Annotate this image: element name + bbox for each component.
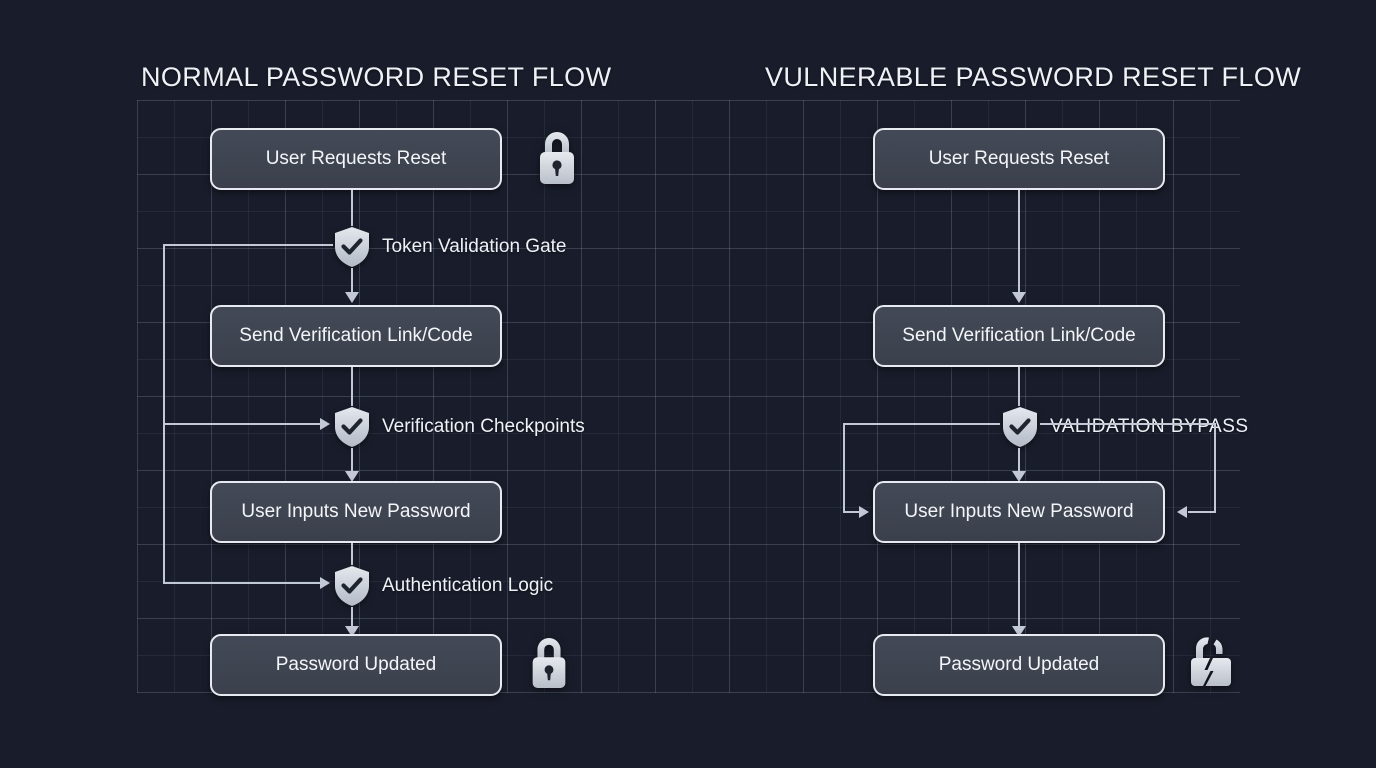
arrowhead-gate1-to-n2 xyxy=(345,292,359,303)
feedback-branch-gate3 xyxy=(163,582,321,584)
gate-authentication-logic[interactable]: Authentication Logic xyxy=(332,565,553,607)
connector-gate2-to-n3 xyxy=(351,448,353,474)
gate-label-authentication-logic: Authentication Logic xyxy=(382,575,554,596)
connector-n1-to-gate1 xyxy=(351,190,353,226)
connector-v2-to-bypass-gate xyxy=(1018,367,1020,406)
gate-validation-bypass[interactable]: VALIDATION BYPASS xyxy=(1000,406,1249,448)
padlock-closed-top-normal xyxy=(531,126,583,188)
padlock-broken-vulnerable xyxy=(1183,630,1239,694)
arrowhead-gate2-to-n3 xyxy=(345,471,359,482)
connector-n3-to-gate3 xyxy=(351,543,353,565)
bypass-left-top-segment xyxy=(843,423,1000,425)
bypass-right-vertical-segment xyxy=(1214,423,1216,512)
node-send-verification-vulnerable[interactable]: Send Verification Link/Code xyxy=(873,305,1165,367)
feedback-branch-gate2 xyxy=(163,423,321,425)
panel-title-vulnerable: VULNERABLE PASSWORD RESET FLOW xyxy=(765,62,1302,92)
connector-v3-to-v4 xyxy=(1018,543,1020,629)
padlock-closed-icon xyxy=(540,132,574,184)
shield-check-icon xyxy=(335,227,369,267)
padlock-closed-bottom-normal xyxy=(524,632,574,692)
shield-check-icon xyxy=(335,407,369,447)
bypass-right-entry-segment xyxy=(1188,511,1216,513)
node-password-updated-vulnerable[interactable]: Password Updated xyxy=(873,634,1165,696)
shield-check-icon xyxy=(335,566,369,606)
arrowhead-v3-to-v4 xyxy=(1012,626,1026,637)
padlock-closed-icon xyxy=(532,637,566,688)
connector-bypass-gate-to-v3 xyxy=(1018,448,1020,474)
arrowhead-feedback-gate3 xyxy=(320,577,330,589)
arrowhead-gate3-to-n4 xyxy=(345,626,359,637)
node-password-updated-normal[interactable]: Password Updated xyxy=(210,634,502,696)
feedback-spine-normal xyxy=(163,244,165,584)
connector-v1-to-v2 xyxy=(1018,190,1020,295)
gate-label-verification-checkpoints: Verification Checkpoints xyxy=(382,416,585,437)
arrowhead-bypass-gate-to-v3 xyxy=(1012,471,1026,482)
gate-label-validation-bypass: VALIDATION BYPASS xyxy=(1050,416,1249,437)
gate-token-validation[interactable]: Token Validation Gate xyxy=(332,226,567,268)
node-user-inputs-password-normal[interactable]: User Inputs New Password xyxy=(210,481,502,543)
node-user-inputs-password-vulnerable[interactable]: User Inputs New Password xyxy=(873,481,1165,543)
connector-gate1-to-n2 xyxy=(351,268,353,294)
arrowhead-bypass-left-entry xyxy=(859,506,869,518)
arrowhead-v1-to-v2 xyxy=(1012,292,1026,303)
bypass-left-entry-segment xyxy=(843,511,861,513)
arrowhead-feedback-gate2 xyxy=(320,418,330,430)
bypass-right-top-segment xyxy=(1040,423,1216,425)
panel-title-normal: NORMAL PASSWORD RESET FLOW xyxy=(141,62,612,92)
connector-n2-to-gate2 xyxy=(351,367,353,406)
arrowhead-bypass-right-entry xyxy=(1177,506,1187,518)
node-send-verification-normal[interactable]: Send Verification Link/Code xyxy=(210,305,502,367)
bypass-left-vertical-segment xyxy=(843,423,845,512)
connector-gate3-to-n4 xyxy=(351,607,353,629)
node-user-requests-reset-normal[interactable]: User Requests Reset xyxy=(210,128,502,190)
padlock-broken-icon xyxy=(1191,637,1231,686)
node-user-requests-reset-vulnerable[interactable]: User Requests Reset xyxy=(873,128,1165,190)
feedback-branch-gate1 xyxy=(163,244,333,246)
shield-check-icon xyxy=(1003,407,1037,447)
gate-label-token-validation: Token Validation Gate xyxy=(382,236,567,257)
gate-verification-checkpoints[interactable]: Verification Checkpoints xyxy=(332,406,585,448)
